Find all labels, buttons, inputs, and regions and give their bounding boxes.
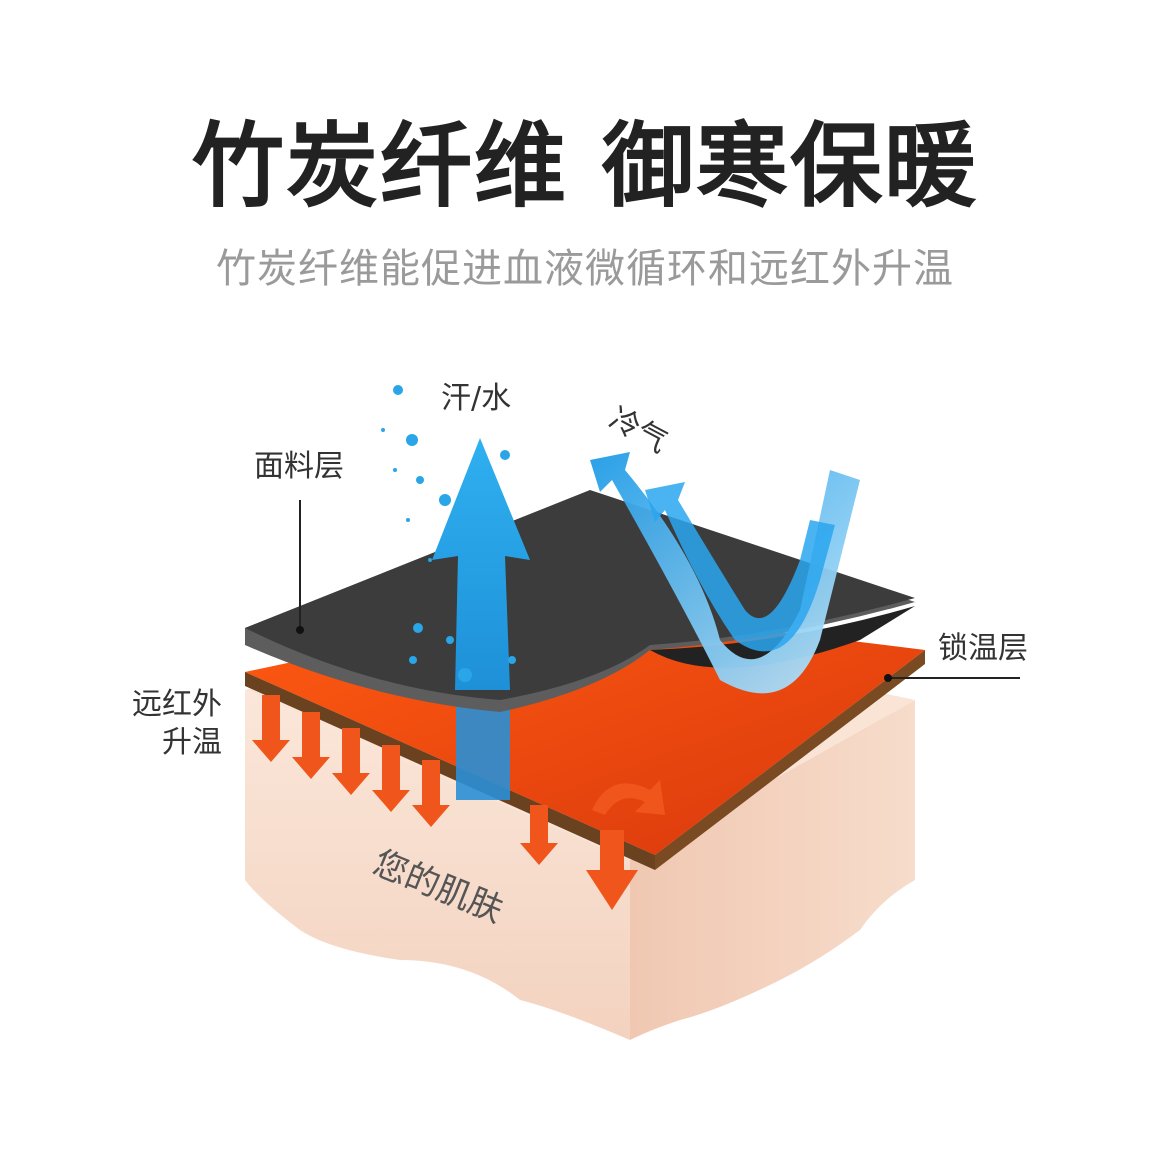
fabric-leader-dot <box>296 626 304 634</box>
warm-lock-leader-dot <box>884 674 892 682</box>
sweat-arrow-icon <box>432 438 530 690</box>
far-infrared-label-1: 远红外 <box>132 687 222 722</box>
water-droplets-icon <box>381 385 516 682</box>
moisture-channel <box>456 700 510 800</box>
far-infrared-arrows-icon <box>252 695 665 910</box>
sweat-label: 汗/水 <box>441 381 512 416</box>
warm-lock-layer-label: 锁温层 <box>938 631 1028 666</box>
page-subtitle: 竹炭纤维能促进血液微循环和远红外升温 <box>216 246 954 292</box>
cold-air-arrows <box>590 452 860 694</box>
far-infrared-label-2: 升温 <box>162 725 222 760</box>
page-title: 竹炭纤维 御寒保暖 <box>191 113 979 220</box>
fabric-layer-label: 面料层 <box>254 449 344 484</box>
